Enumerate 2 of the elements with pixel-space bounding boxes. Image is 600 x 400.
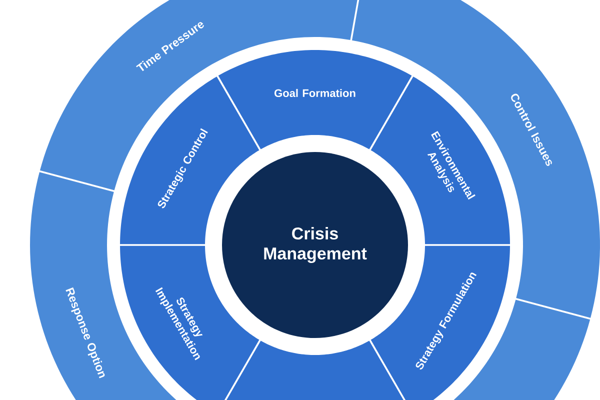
ring-segment: Goal Formation bbox=[218, 50, 412, 150]
ring-segment bbox=[226, 340, 404, 400]
